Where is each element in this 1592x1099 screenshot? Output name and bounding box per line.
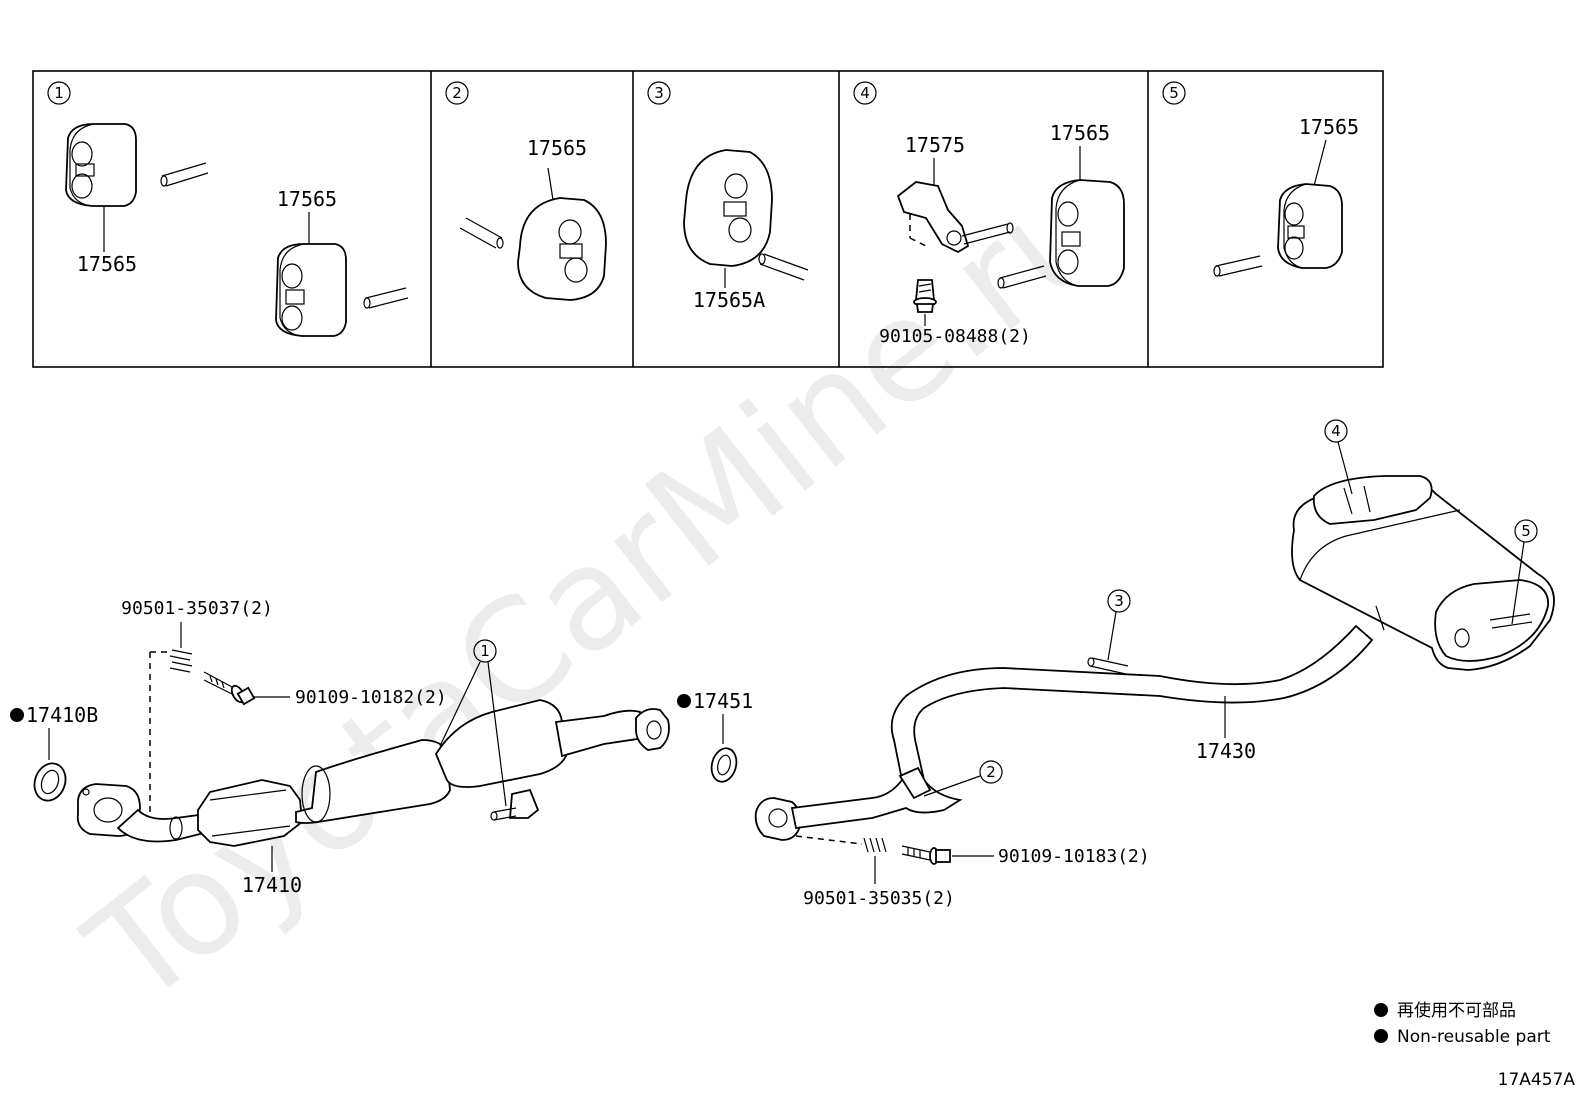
part-number-label: 17565 — [77, 252, 137, 276]
hanger-pin — [997, 265, 1047, 289]
hanger-pin — [363, 287, 409, 309]
part-number-label: 17575 — [905, 133, 965, 157]
callout-1: 1 — [480, 642, 490, 660]
tail-pipe — [790, 624, 1374, 830]
gasket-ring — [33, 762, 67, 802]
panel-index: 2 — [452, 84, 462, 102]
rubber-hanger — [65, 123, 137, 207]
rubber-hanger — [1049, 179, 1125, 287]
hanger-rod — [490, 788, 540, 821]
hanger-pin — [160, 162, 209, 187]
part-number-label: 17430 — [1196, 739, 1256, 763]
part-number-label: 90109-10183(2) — [998, 846, 1150, 867]
legend: 再使用不可部品 Non-reusable part — [1374, 1000, 1551, 1047]
panel-index: 4 — [860, 84, 870, 102]
hanger-bracket — [896, 181, 1014, 254]
detail-panel-4: 4 17575 90105-08488(2) 17565 — [853, 81, 1125, 347]
part-number-label: 90501-35037(2) — [121, 598, 273, 619]
detail-panel-1: 1 17565 — [47, 81, 409, 337]
part-number-label: 17565 — [277, 187, 337, 211]
part-number-label: 17410B — [26, 703, 98, 727]
part-number-label: 90105-08488(2) — [879, 326, 1031, 347]
callout-3: 3 — [1114, 592, 1124, 610]
detail-panel-3: 3 17565A — [647, 81, 809, 312]
part-number-label: 90501-35035(2) — [803, 888, 955, 909]
exhaust-flange — [635, 708, 670, 751]
muffler — [1291, 475, 1555, 671]
part-number-label: 17565 — [1299, 115, 1359, 139]
callout-5: 5 — [1521, 522, 1531, 540]
flange-bolt — [901, 845, 951, 865]
detail-panel-5: 5 17565 — [1162, 81, 1359, 277]
hanger-pin — [1213, 255, 1263, 277]
panel-index: 3 — [654, 84, 664, 102]
callout-2: 2 — [986, 763, 996, 781]
non-reusable-marker — [1374, 1003, 1388, 1017]
compression-spring — [169, 649, 193, 673]
catalytic-converter-pipe — [116, 699, 670, 847]
part-number-label: 17565A — [693, 288, 765, 312]
hanger-rod — [1087, 657, 1129, 675]
hanger-pin — [459, 217, 504, 249]
part-number-label: 17410 — [242, 873, 302, 897]
hanger-pin — [758, 253, 809, 281]
legend-jp: 再使用不可部品 — [1397, 1000, 1516, 1021]
part-number-label: 17451 — [693, 689, 753, 713]
gasket-ring — [710, 747, 738, 783]
rubber-hanger — [275, 243, 347, 337]
part-number-label: 90109-10182(2) — [295, 687, 447, 708]
bolt — [913, 279, 937, 313]
non-reusable-marker — [10, 708, 24, 722]
compression-spring — [863, 837, 887, 853]
legend-en: Non-reusable part — [1397, 1027, 1551, 1047]
panel-index: 5 — [1169, 84, 1179, 102]
rubber-hanger — [683, 149, 773, 267]
non-reusable-marker — [677, 694, 691, 708]
rubber-hanger — [517, 197, 607, 301]
flange-bolt — [203, 671, 256, 706]
panel-index: 1 — [54, 84, 64, 102]
part-number-label: 17565 — [527, 136, 587, 160]
non-reusable-marker — [1374, 1029, 1388, 1043]
rubber-hanger — [1277, 183, 1343, 269]
detail-panel-2: 2 17565 — [445, 81, 607, 301]
part-number-label: 17565 — [1050, 121, 1110, 145]
pipe-bracket — [898, 766, 932, 800]
rear-assembly: 2 3 4 5 17430 90109-10183(2) 90501-35035… — [754, 419, 1555, 909]
detail-panels: 1 17565 — [32, 70, 1384, 368]
diagram-code: 17A457A — [1498, 1070, 1576, 1090]
callout-4: 4 — [1331, 422, 1341, 440]
front-assembly: 17410B 90501-35037(2) 90109-10182(2) — [10, 598, 753, 897]
